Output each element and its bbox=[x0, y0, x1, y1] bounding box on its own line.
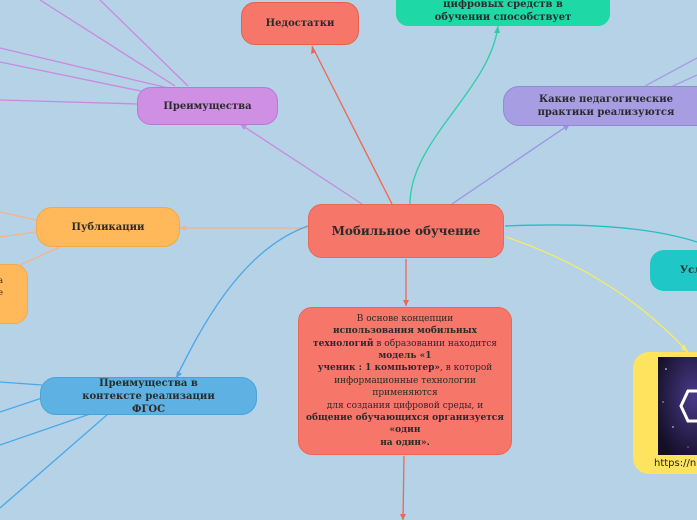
central-node[interactable]: Мобильное обучение bbox=[308, 204, 504, 258]
concept-line-5: ученик : 1 компьютер», в которой bbox=[305, 362, 505, 374]
node-digital-tools-label: цифровых средств в обучении способствует bbox=[434, 0, 572, 23]
connector-concept-down bbox=[402, 455, 405, 520]
concept-line-11: на один». bbox=[380, 437, 430, 448]
space-image bbox=[658, 357, 697, 455]
connector-central-green bbox=[409, 25, 499, 205]
connector-fgos-3 bbox=[0, 413, 91, 446]
image-card-caption: https://n bbox=[654, 458, 697, 469]
concept-line-6: информационные технологии bbox=[334, 375, 476, 386]
central-node-label: Мобильное обучение bbox=[331, 223, 481, 238]
orange-partial-line2: е bbox=[0, 288, 3, 297]
node-usl-label: Усл bbox=[680, 265, 697, 276]
node-usl[interactable]: Усл bbox=[650, 250, 697, 291]
concept-line-1: В основе концепции bbox=[356, 313, 454, 324]
concept-line-5b: , в которой bbox=[440, 363, 493, 374]
orange-partial-line1: а bbox=[0, 276, 3, 285]
node-orange-partial-text: а е bbox=[0, 275, 3, 299]
node-orange-partial[interactable]: а е bbox=[0, 264, 28, 324]
node-fgos-label: Преимущества в контексте реализации ФГОС bbox=[82, 377, 215, 415]
node-image-card[interactable]: https://n bbox=[633, 352, 697, 474]
image-thumbnail bbox=[658, 357, 697, 455]
concept-line-9: общение обучающихся организуется bbox=[306, 413, 504, 424]
connector-fgos-4 bbox=[0, 413, 109, 509]
connector-publ-2 bbox=[0, 231, 37, 238]
node-digital-tools[interactable]: цифровых средств в обучении способствует bbox=[396, 0, 610, 26]
node-nedostatki[interactable]: Недостатки bbox=[241, 2, 359, 45]
node-publikatsii-label: Публикации bbox=[71, 221, 145, 233]
node-publikatsii[interactable]: Публикации bbox=[36, 207, 180, 247]
connector-fgos-1 bbox=[0, 381, 43, 386]
connector-central-nedostatki bbox=[311, 45, 393, 205]
node-concept[interactable]: В основе концепции использования мобильн… bbox=[298, 307, 512, 455]
concept-line-5a: ученик : 1 компьютер» bbox=[317, 363, 440, 374]
node-preimushchestva[interactable]: Преимущества bbox=[137, 87, 278, 125]
node-ped-practices[interactable]: Какие педагогические практики реализуютс… bbox=[503, 86, 697, 126]
concept-line-4: модель «1 bbox=[378, 350, 432, 361]
connector-publ-1 bbox=[0, 211, 37, 221]
concept-line-8: для создания цифровой среды, и bbox=[326, 400, 484, 411]
node-fgos[interactable]: Преимущества в контексте реализации ФГОС bbox=[40, 377, 257, 415]
connector-fgos-2 bbox=[0, 397, 43, 413]
connector-ped-1 bbox=[644, 57, 697, 87]
concept-line-7: применяются bbox=[372, 388, 438, 399]
connector-central-ped bbox=[451, 123, 571, 205]
concept-line-3b: в образовании находится bbox=[373, 338, 497, 349]
concept-line-3a: технологий bbox=[313, 338, 374, 349]
connector-central-image bbox=[505, 236, 689, 353]
connector-central-preim bbox=[239, 123, 363, 205]
connector-publ-3 bbox=[19, 246, 61, 266]
node-concept-text: В основе концепции использования мобильн… bbox=[305, 313, 505, 449]
concept-line-2: использования мобильных bbox=[332, 326, 477, 337]
connector-central-teal bbox=[504, 224, 697, 243]
connector-preim-1 bbox=[99, 0, 189, 87]
connector-preim-2 bbox=[39, 0, 176, 87]
node-preimushchestva-label: Преимущества bbox=[163, 100, 252, 112]
node-ped-practices-label: Какие педагогические практики реализуютс… bbox=[537, 94, 675, 118]
connector-preim-5 bbox=[0, 99, 139, 105]
node-nedostatki-label: Недостатки bbox=[265, 18, 335, 29]
concept-line-3: технологий в образовании находится bbox=[305, 338, 505, 350]
connector-preim-3 bbox=[0, 47, 169, 89]
connector-central-fgos bbox=[175, 225, 309, 379]
concept-line-10: «один bbox=[389, 425, 421, 436]
connector-preim-4 bbox=[0, 61, 161, 96]
